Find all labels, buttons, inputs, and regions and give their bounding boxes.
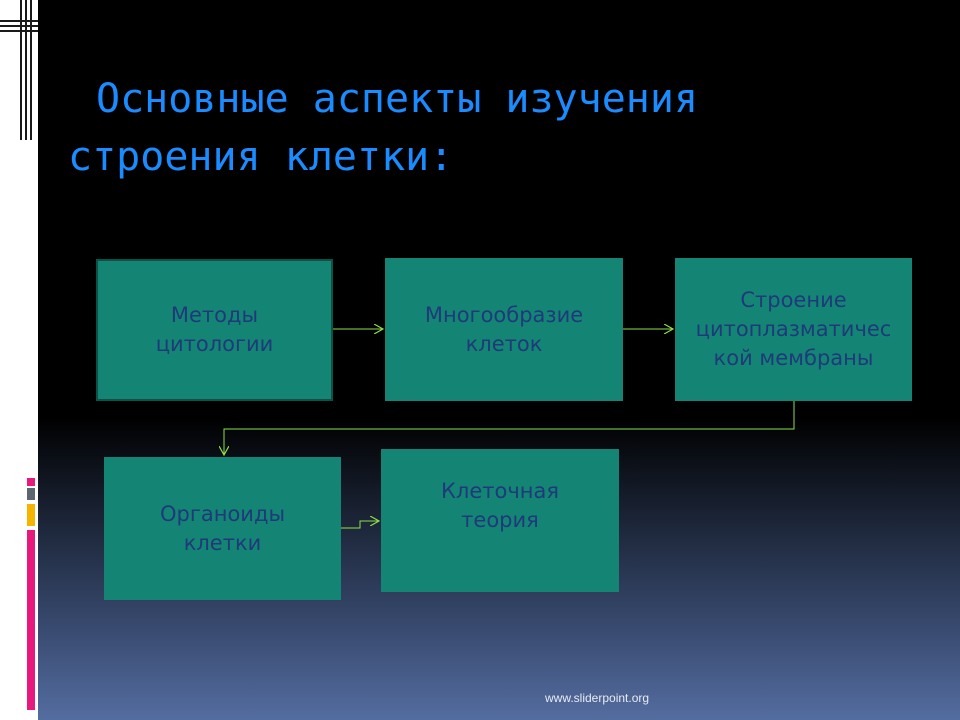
left-decorative-strip [0, 0, 38, 720]
accent-block-gray [27, 488, 35, 500]
box-text-line: цитоплазматичес [695, 317, 892, 341]
box-text-line: Органоиды [159, 501, 286, 526]
box-text-line: цитологии [155, 332, 274, 356]
strip-line [0, 20, 38, 22]
box-cytology-methods: Методы цитологии [96, 259, 333, 401]
arrow-4-to-5 [341, 521, 379, 529]
box-membrane-structure: Строение цитоплазматичес кой мембраны [675, 258, 912, 401]
footer-url: www.sliderpoint.org [545, 691, 650, 705]
arrow-3-to-4 [224, 401, 795, 455]
box-cell-diversity: Многообразие клеток [385, 258, 623, 401]
accent-block-yellow [27, 504, 35, 526]
box-text-line: кой мембраны [713, 346, 874, 370]
box-text-line: клеток [465, 331, 543, 356]
box-text-line: Методы [170, 303, 259, 327]
strip-line [20, 0, 22, 140]
slide-title: Основные аспекты изучения строения клетк… [68, 76, 699, 180]
strip-line [0, 30, 38, 32]
strip-line [25, 0, 27, 140]
box-text-line: Клеточная [441, 478, 559, 503]
accent-block-pink-long [27, 530, 35, 710]
strip-line [30, 0, 32, 140]
box-text-line: Многообразие [424, 302, 584, 327]
accent-block-pink [27, 478, 35, 486]
strip-line [0, 25, 38, 27]
box-text-line: теория [461, 507, 539, 532]
box-cell-theory: Клеточная теория [381, 449, 619, 592]
box-text-line: клетки [183, 530, 262, 555]
box-text-line: Строение [740, 288, 847, 312]
box-cell-organelles: Органоиды клетки [104, 457, 341, 600]
